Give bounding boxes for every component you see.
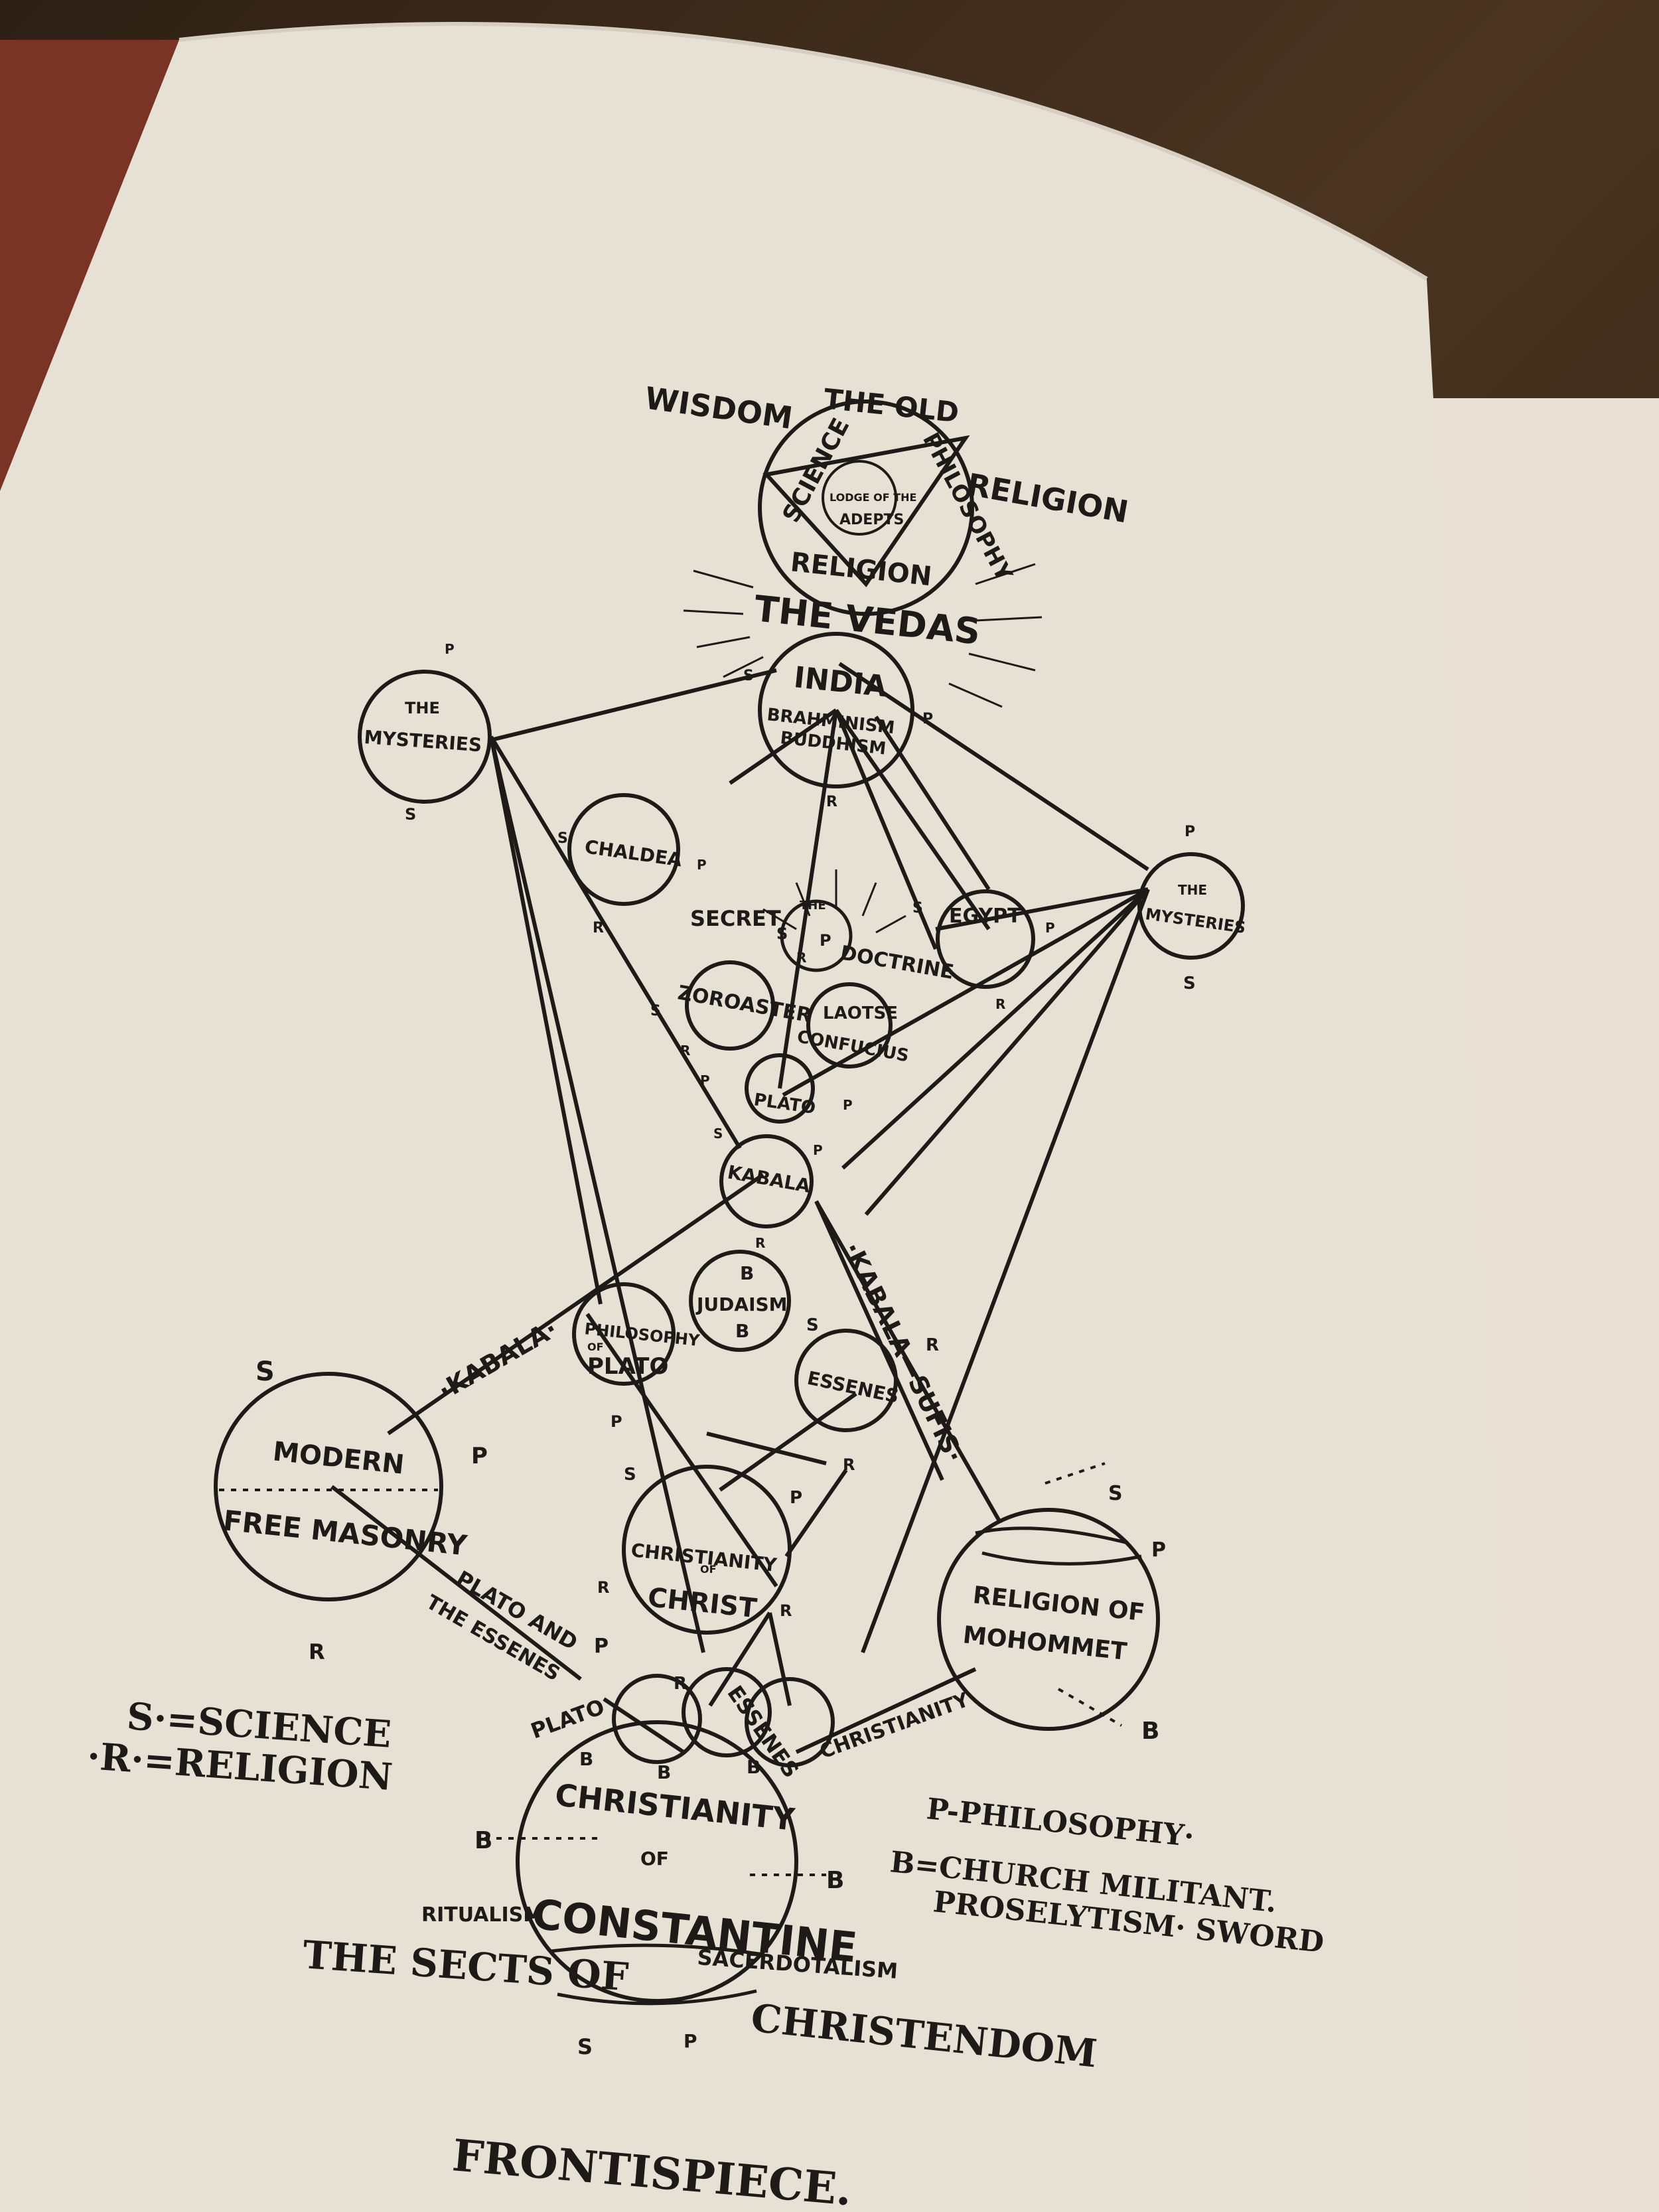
frontispiece-caption: FRONTISPIECE. <box>451 2129 854 2212</box>
marker-p: P <box>1151 1538 1166 1562</box>
connector-lines <box>330 662 1150 1754</box>
marker-b: B <box>735 1320 749 1342</box>
marker-b: B <box>1141 1718 1159 1745</box>
marker-r: R <box>597 1578 609 1597</box>
marker-p: P <box>611 1412 622 1431</box>
india-label: INDIA <box>792 660 889 703</box>
marker-r: R <box>826 794 837 810</box>
adepts-label: ADEPTS <box>839 512 904 528</box>
marker-r: R <box>843 1455 855 1474</box>
adepts-triangle <box>762 435 970 587</box>
marker-b: B <box>826 1867 844 1894</box>
secret-label: SECRET <box>690 906 781 931</box>
wisdom-label: WISDOM <box>642 380 794 436</box>
kabala-sufis-path-label: ·KABALA—SUFIS· <box>837 1238 970 1467</box>
laotse-line1: LAOTSE <box>823 1003 898 1023</box>
vedas-label: THE VEDAS <box>753 587 983 652</box>
freemasonry-line2: FREE MASONRY <box>222 1504 469 1562</box>
mysteries-left-line2: MYSTERIES <box>364 726 483 756</box>
marker-r: R <box>755 1235 765 1251</box>
marker-r: R <box>995 996 1005 1012</box>
constantine-line1: CHRISTIANITY <box>553 1777 797 1838</box>
mohommet-band <box>975 1526 1142 1566</box>
marker-s: S <box>255 1357 275 1387</box>
mohommet-line1: RELIGION OF <box>972 1582 1146 1627</box>
marker-s: S <box>557 830 568 847</box>
mohommet-line2: MOHOMMET <box>962 1621 1128 1666</box>
the-small-label: THE <box>800 899 826 913</box>
marker-p: P <box>594 1635 609 1658</box>
marker-s: S <box>776 924 788 943</box>
radiance-rays <box>683 563 1043 934</box>
zoroaster-label: ZOROASTER <box>676 981 814 1027</box>
egypt-label: EGYPT <box>949 905 1021 928</box>
circle-nodes <box>214 400 1245 2003</box>
marker-r: R <box>593 920 604 936</box>
lodge-label: LODGE OF THE <box>830 491 916 504</box>
marker-r: R <box>780 1601 792 1620</box>
marker-p: P <box>700 1072 710 1088</box>
marker-s: S <box>1108 1482 1123 1505</box>
marker-s: S <box>577 2034 593 2059</box>
legend-philosophy: P-PHILOSOPHY· <box>925 1792 1196 1854</box>
christendom-label: CHRISTENDOM <box>749 1995 1100 2076</box>
inner-religion-label: RELIGION <box>789 547 933 592</box>
marker-s: S <box>743 668 754 684</box>
christianity-path-label: CHRISTIANITY <box>817 1688 973 1763</box>
christ-line2: OF <box>700 1563 717 1576</box>
marker-p: P <box>1045 920 1055 936</box>
marker-b: B <box>740 1262 754 1284</box>
marker-p: P <box>1185 824 1195 840</box>
marker-s: S <box>806 1315 819 1335</box>
marker-p: P <box>813 1142 823 1158</box>
marker-s: S <box>912 900 923 917</box>
essenes-upper-label: ESSENES <box>806 1367 901 1408</box>
constantine-line2: OF <box>640 1848 669 1870</box>
marker-s: S <box>624 1465 636 1485</box>
marker-b: B <box>657 1761 671 1783</box>
marker-p: P <box>684 2030 697 2052</box>
constantine-band <box>550 1943 764 2006</box>
marker-r: R <box>680 1043 690 1059</box>
judaism-label: JUDAISM <box>695 1293 788 1315</box>
marker-p: P <box>697 857 707 873</box>
marker-r: R <box>674 1674 687 1694</box>
marker-r: R <box>926 1335 939 1355</box>
marker-p: P <box>820 931 831 950</box>
marker-b: B <box>474 1827 492 1854</box>
marker-p: P <box>922 711 933 727</box>
marker-s: S <box>650 1003 661 1019</box>
marker-s: S <box>713 1126 723 1142</box>
essenes-lower-label: ESSENES <box>722 1681 804 1783</box>
marker-r: R <box>796 950 806 966</box>
marker-b: B <box>579 1748 593 1770</box>
mysteries-right-line1: THE <box>1178 882 1207 898</box>
marker-p: P <box>445 641 455 657</box>
philosophy-plato-line3: PLATO <box>587 1353 668 1380</box>
kabala-left-path-label: ·KABALA· <box>433 1314 563 1406</box>
marker-s: S <box>405 805 416 824</box>
mysteries-right-line2: MYSTERIES <box>1144 905 1247 937</box>
philosophy-plato-line2: OF <box>587 1341 604 1353</box>
chaldea-label: CHALDEA <box>583 836 684 871</box>
ritualism-label: RITUALISM <box>421 1903 543 1927</box>
mysteries-left-line1: THE <box>405 699 440 717</box>
marker-b: B <box>747 1756 760 1778</box>
dotted-dividers <box>219 1462 1123 1876</box>
marker-p: P <box>471 1443 488 1469</box>
marker-r: R <box>309 1639 325 1664</box>
marker-s: S <box>1183 974 1196 994</box>
christ-line3: CHRIST <box>646 1582 758 1624</box>
marker-p: P <box>843 1097 853 1113</box>
marker-p: P <box>790 1488 802 1508</box>
plato-label: PLATO <box>753 1090 817 1118</box>
freemasonry-line1: MODERN <box>271 1436 405 1481</box>
